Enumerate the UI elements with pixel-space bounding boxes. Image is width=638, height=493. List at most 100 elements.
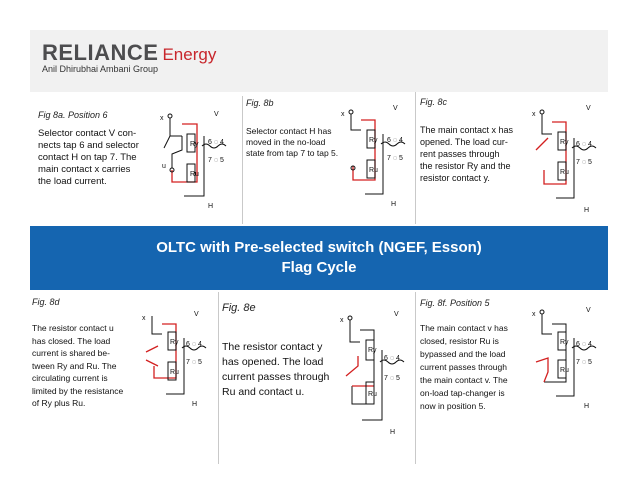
caption-line: now in position 5. [420, 401, 486, 411]
figure-caption: Selector contact V con- nects tap 6 and … [38, 128, 150, 188]
resistor-ry-label: Ry [560, 139, 569, 146]
tap-label: 7 ◌ 5 [387, 155, 403, 162]
circuit-diagram-8b: 6 ◌ 4 7 ◌ 5 Ry Ru x H V [341, 105, 406, 208]
figure-label: Fig. 8b [246, 98, 274, 108]
tap-label: 6 ◌ 4 [576, 341, 592, 348]
figure-caption: The main contact x has opened. The load … [420, 124, 524, 184]
resistor-ru-label: Ru [560, 367, 569, 374]
caption-line: rent passes through [420, 149, 500, 159]
selector-v-label: V [214, 111, 219, 118]
divider [415, 92, 416, 224]
caption-line: the main contact v. The [420, 375, 508, 385]
resistor-ry-label: Ry [369, 137, 378, 144]
contact-x-label: x [160, 115, 164, 122]
selector-v-label: V [393, 105, 398, 112]
tap-label: 6 ◌ 4 [387, 137, 403, 144]
figure-label: Fig. 8c [420, 97, 448, 107]
resistor-ry-label: Ry [190, 141, 199, 148]
caption-line: moved in the no-load [246, 137, 326, 147]
caption-line: contact H on tap 7. The [38, 152, 137, 163]
slide-title-banner: OLTC with Pre-selected switch (NGEF, Ess… [30, 226, 608, 290]
selector-h-label: H [390, 429, 395, 436]
tap-label: 7 ◌ 5 [208, 157, 224, 164]
figure-label: Fig 8a. Position 6 [38, 110, 108, 120]
slide-title: OLTC with Pre-selected switch (NGEF, Ess… [156, 239, 482, 256]
figure-caption: The main contact v has closed, resistor … [420, 322, 524, 413]
caption-line: The resistor contact u [32, 323, 114, 333]
caption-line: opened. The load cur- [420, 137, 508, 147]
caption-line: has opened. The load [222, 356, 324, 368]
resistor-ru-label: Ru [368, 391, 377, 398]
selector-v-label: V [194, 311, 199, 318]
contact-x-label: x [340, 317, 344, 324]
contact-x-label: x [532, 311, 536, 318]
caption-line: the load current. [38, 176, 107, 187]
caption-line: The main contact x has [420, 125, 514, 135]
contact-u-label: u [162, 163, 166, 170]
contact-x-label: x [341, 111, 345, 118]
contact-x-label: x [532, 111, 536, 118]
circuit-diagram-8a: 6 ◌ 4 7 ◌ 5 Ry Ru x u H V [160, 111, 227, 210]
caption-line: bypassed and the load [420, 349, 506, 359]
caption-line: on-load tap-changer is [420, 388, 505, 398]
figure-caption: The resistor contact y has opened. The l… [222, 340, 332, 400]
logo-text-energy: Energy [162, 45, 217, 64]
selector-h-label: H [584, 403, 589, 410]
circuit-diagram-8c: 6 ◌ 4 7 ◌ 5 Ry Ru x H V [532, 105, 597, 214]
tap-label: 6 ◌ 4 [208, 139, 224, 146]
resistor-ry-label: Ry [170, 339, 179, 346]
resistor-ru-label: Ru [369, 167, 378, 174]
caption-line: of Ry plus Ru. [32, 398, 86, 408]
caption-line: current passes through [420, 362, 507, 372]
company-logo: RELIANCE Energy Anil Dhirubhai Ambani Gr… [42, 40, 216, 74]
caption-line: the resistor Ry and the [420, 161, 511, 171]
divider [218, 292, 219, 464]
figure-caption: Selector contact H has moved in the no-l… [246, 126, 354, 159]
divider [415, 292, 416, 464]
tap-label: 7 ◌ 5 [576, 159, 592, 166]
figure-label: Fig. 8e [222, 302, 256, 314]
circuit-diagram-8f: 6 ◌ 4 7 ◌ 5 Ry Ru x H V [532, 307, 597, 410]
tap-label: 7 ◌ 5 [576, 359, 592, 366]
selector-h-label: H [208, 203, 213, 210]
resistor-ry-label: Ry [368, 347, 377, 354]
selector-v-label: V [394, 311, 399, 318]
caption-line: current passes through [222, 371, 330, 383]
caption-line: circulating current is [32, 373, 108, 383]
tap-label: 6 ◌ 4 [576, 141, 592, 148]
caption-line: main contact x carries [38, 164, 131, 175]
caption-line: closed, resistor Ru is [420, 336, 499, 346]
caption-line: The main contact v has [420, 323, 508, 333]
caption-line: nects tap 6 and selector [38, 140, 139, 151]
figure-label: Fig. 8d [32, 297, 60, 307]
header-bar: RELIANCE Energy Anil Dhirubhai Ambani Gr… [30, 30, 608, 92]
selector-v-label: V [586, 307, 591, 314]
logo-text-reliance: RELIANCE [42, 40, 159, 65]
contact-x-label: x [142, 315, 146, 322]
tap-label: 7 ◌ 5 [384, 375, 400, 382]
divider [242, 96, 243, 224]
resistor-ru-label: Ru [190, 171, 199, 178]
tap-label: 7 ◌ 5 [186, 359, 202, 366]
selector-h-label: H [192, 401, 197, 408]
circuit-diagram-8e: 6 ◌ 4 7 ◌ 5 Ry Ru x H V [340, 311, 405, 436]
selector-h-label: H [584, 207, 589, 214]
figure-label: Fig. 8f. Position 5 [420, 298, 490, 308]
caption-line: limited by the resistance [32, 385, 124, 396]
selector-v-label: V [586, 105, 591, 112]
figure-caption: The resistor contact u has closed. The l… [32, 322, 152, 410]
tap-label: 6 ◌ 4 [384, 355, 400, 362]
logo-subtitle: Anil Dhirubhai Ambani Group [42, 64, 159, 74]
selector-h-label: H [391, 201, 396, 208]
caption-line: The resistor contact y [222, 341, 323, 353]
slide-subtitle: Flag Cycle [281, 259, 357, 276]
caption-line: Selector contact V con- [38, 128, 137, 139]
caption-line: resistor contact y. [420, 173, 490, 183]
resistor-ry-label: Ry [560, 339, 569, 346]
caption-line: state from tap 7 to tap 5. [246, 148, 339, 158]
caption-line: Selector contact H has [246, 126, 332, 136]
caption-line: tween Ry and Ru. The [32, 360, 117, 371]
resistor-ru-label: Ru [170, 369, 179, 376]
circuit-diagram-8d: 6 ◌ 4 7 ◌ 5 Ry Ru x H V [142, 311, 207, 408]
resistor-ru-label: Ru [560, 169, 569, 176]
